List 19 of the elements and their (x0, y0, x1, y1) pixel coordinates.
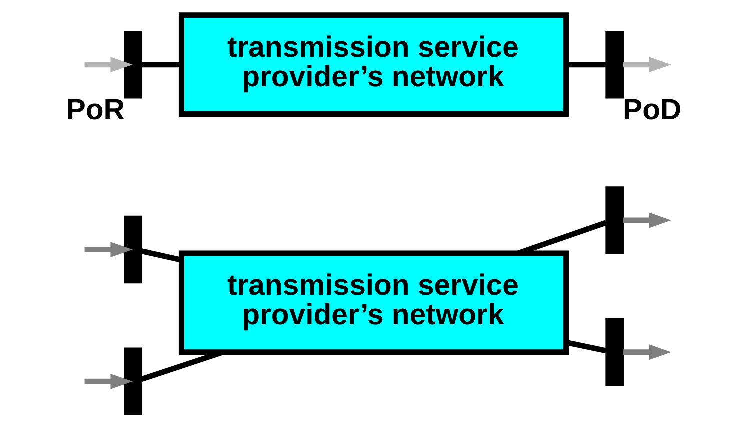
node-bar (124, 348, 142, 416)
arrow (623, 344, 672, 360)
node-bar (124, 30, 142, 99)
node-label: PoD (623, 93, 682, 126)
connector (566, 62, 606, 68)
arrow (84, 374, 133, 390)
node-bar (606, 186, 624, 254)
arrow (84, 242, 133, 258)
arrow (623, 212, 672, 228)
node-box: transmission service provider’s network (178, 250, 570, 356)
arrow (623, 57, 672, 73)
node-bar (606, 30, 624, 99)
node-label: PoR (66, 93, 125, 126)
connector (142, 62, 182, 68)
arrow (84, 57, 133, 73)
node-bar (606, 318, 624, 386)
node-box: transmission service provider’s network (178, 12, 570, 118)
connector (566, 340, 607, 354)
node-bar (124, 216, 142, 284)
